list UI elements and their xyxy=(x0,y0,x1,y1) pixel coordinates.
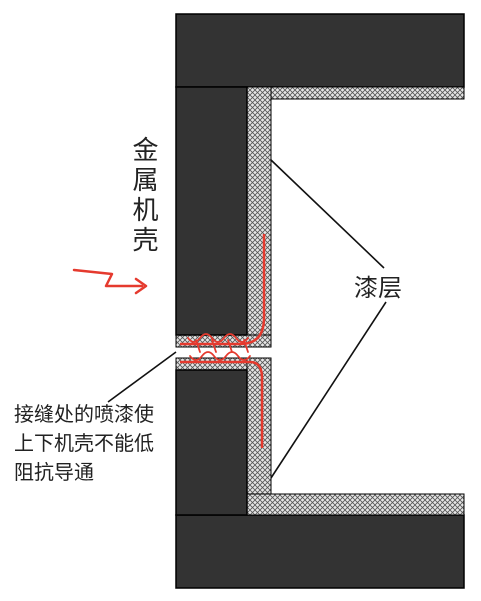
paint-leader-lower xyxy=(270,301,387,479)
bottom-metal-plate xyxy=(175,514,465,589)
seam-note-label: 接缝处的喷漆使上下机壳不能低阻抗导通 xyxy=(14,402,154,484)
lower-paint-bottom-flange xyxy=(246,493,465,516)
top-metal-plate xyxy=(175,13,465,88)
paint-layer-label: 漆层 xyxy=(354,274,402,302)
metal-shell-label: 金属机壳 xyxy=(128,136,158,256)
current-path-upper xyxy=(180,234,266,346)
lower-metal-wall xyxy=(175,369,248,516)
upper-paint-top-flange xyxy=(246,86,465,100)
lower-paint-wall xyxy=(246,357,272,516)
paint-leader-upper xyxy=(270,159,385,269)
current-path-lower xyxy=(180,360,264,448)
seam-current-squiggle xyxy=(187,333,251,361)
upper-metal-wall xyxy=(175,86,248,336)
incoming-wave-arrow xyxy=(72,268,144,288)
upper-paint-wall xyxy=(246,86,272,346)
incoming-arrowhead xyxy=(134,277,148,295)
seam-leader xyxy=(107,351,177,403)
